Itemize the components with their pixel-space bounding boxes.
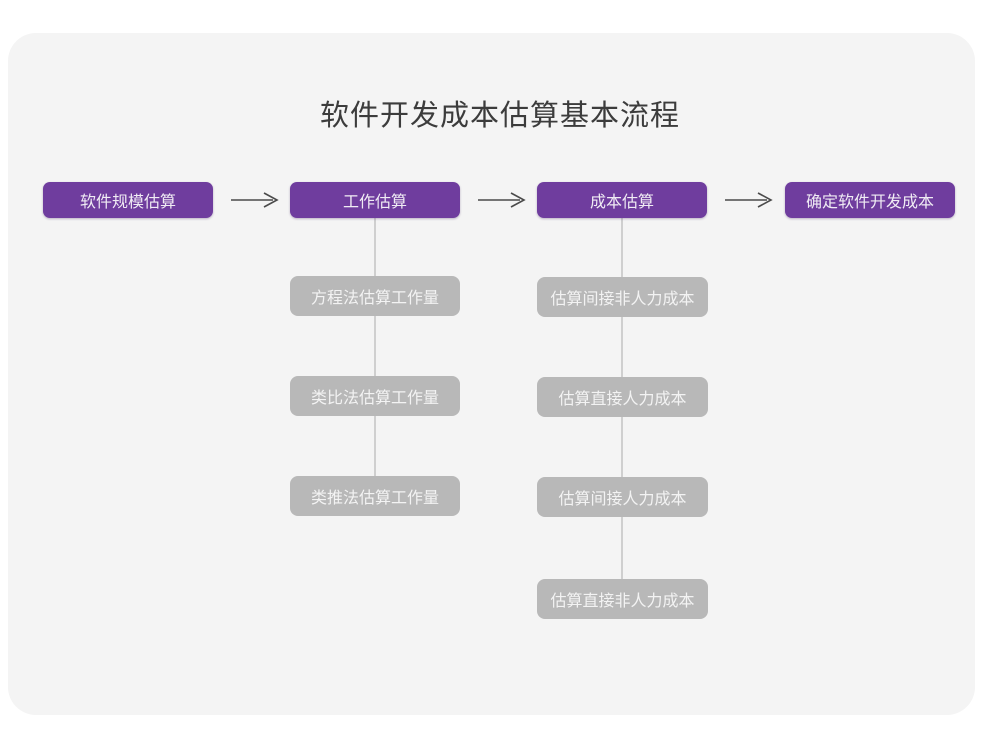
flow-branch-node-right-4[interactable]: 估算直接非人力成本 — [537, 579, 708, 619]
flow-node-label: 方程法估算工作量 — [310, 290, 439, 307]
flow-arrow-3 — [722, 188, 776, 212]
flow-node-label: 类推法估算工作量 — [310, 490, 439, 507]
flow-branch-node-left-3[interactable]: 类推法估算工作量 — [290, 476, 460, 516]
flow-node-label: 估算间接非人力成本 — [550, 291, 695, 308]
flow-branch-node-right-2[interactable]: 估算直接人力成本 — [537, 377, 708, 417]
page-title: 软件开发成本估算基本流程 — [319, 100, 680, 132]
flow-node-step-4[interactable]: 确定软件开发成本 — [785, 182, 955, 218]
flow-branch-node-right-1[interactable]: 估算间接非人力成本 — [537, 277, 708, 317]
connector-line-left-branch — [374, 218, 376, 498]
diagram-card — [8, 33, 975, 715]
flow-branch-node-left-1[interactable]: 方程法估算工作量 — [290, 276, 460, 316]
flow-node-label: 软件规模估算 — [79, 194, 176, 211]
flow-node-label: 估算直接非人力成本 — [550, 593, 695, 610]
flow-node-label: 估算间接人力成本 — [558, 491, 687, 508]
flow-arrow-2 — [475, 188, 529, 212]
flow-node-step-3[interactable]: 成本估算 — [537, 182, 707, 218]
flow-node-label: 估算直接人力成本 — [558, 391, 687, 408]
flow-node-label: 成本估算 — [589, 194, 654, 211]
flow-node-label: 工作估算 — [342, 194, 407, 211]
flow-node-label: 类比法估算工作量 — [310, 390, 439, 407]
flow-node-label: 确定软件开发成本 — [805, 194, 934, 211]
flow-branch-node-right-3[interactable]: 估算间接人力成本 — [537, 477, 708, 517]
flow-node-step-2[interactable]: 工作估算 — [290, 182, 460, 218]
flow-arrow-1 — [228, 188, 282, 212]
flow-branch-node-left-2[interactable]: 类比法估算工作量 — [290, 376, 460, 416]
flow-node-step-1[interactable]: 软件规模估算 — [43, 182, 213, 218]
